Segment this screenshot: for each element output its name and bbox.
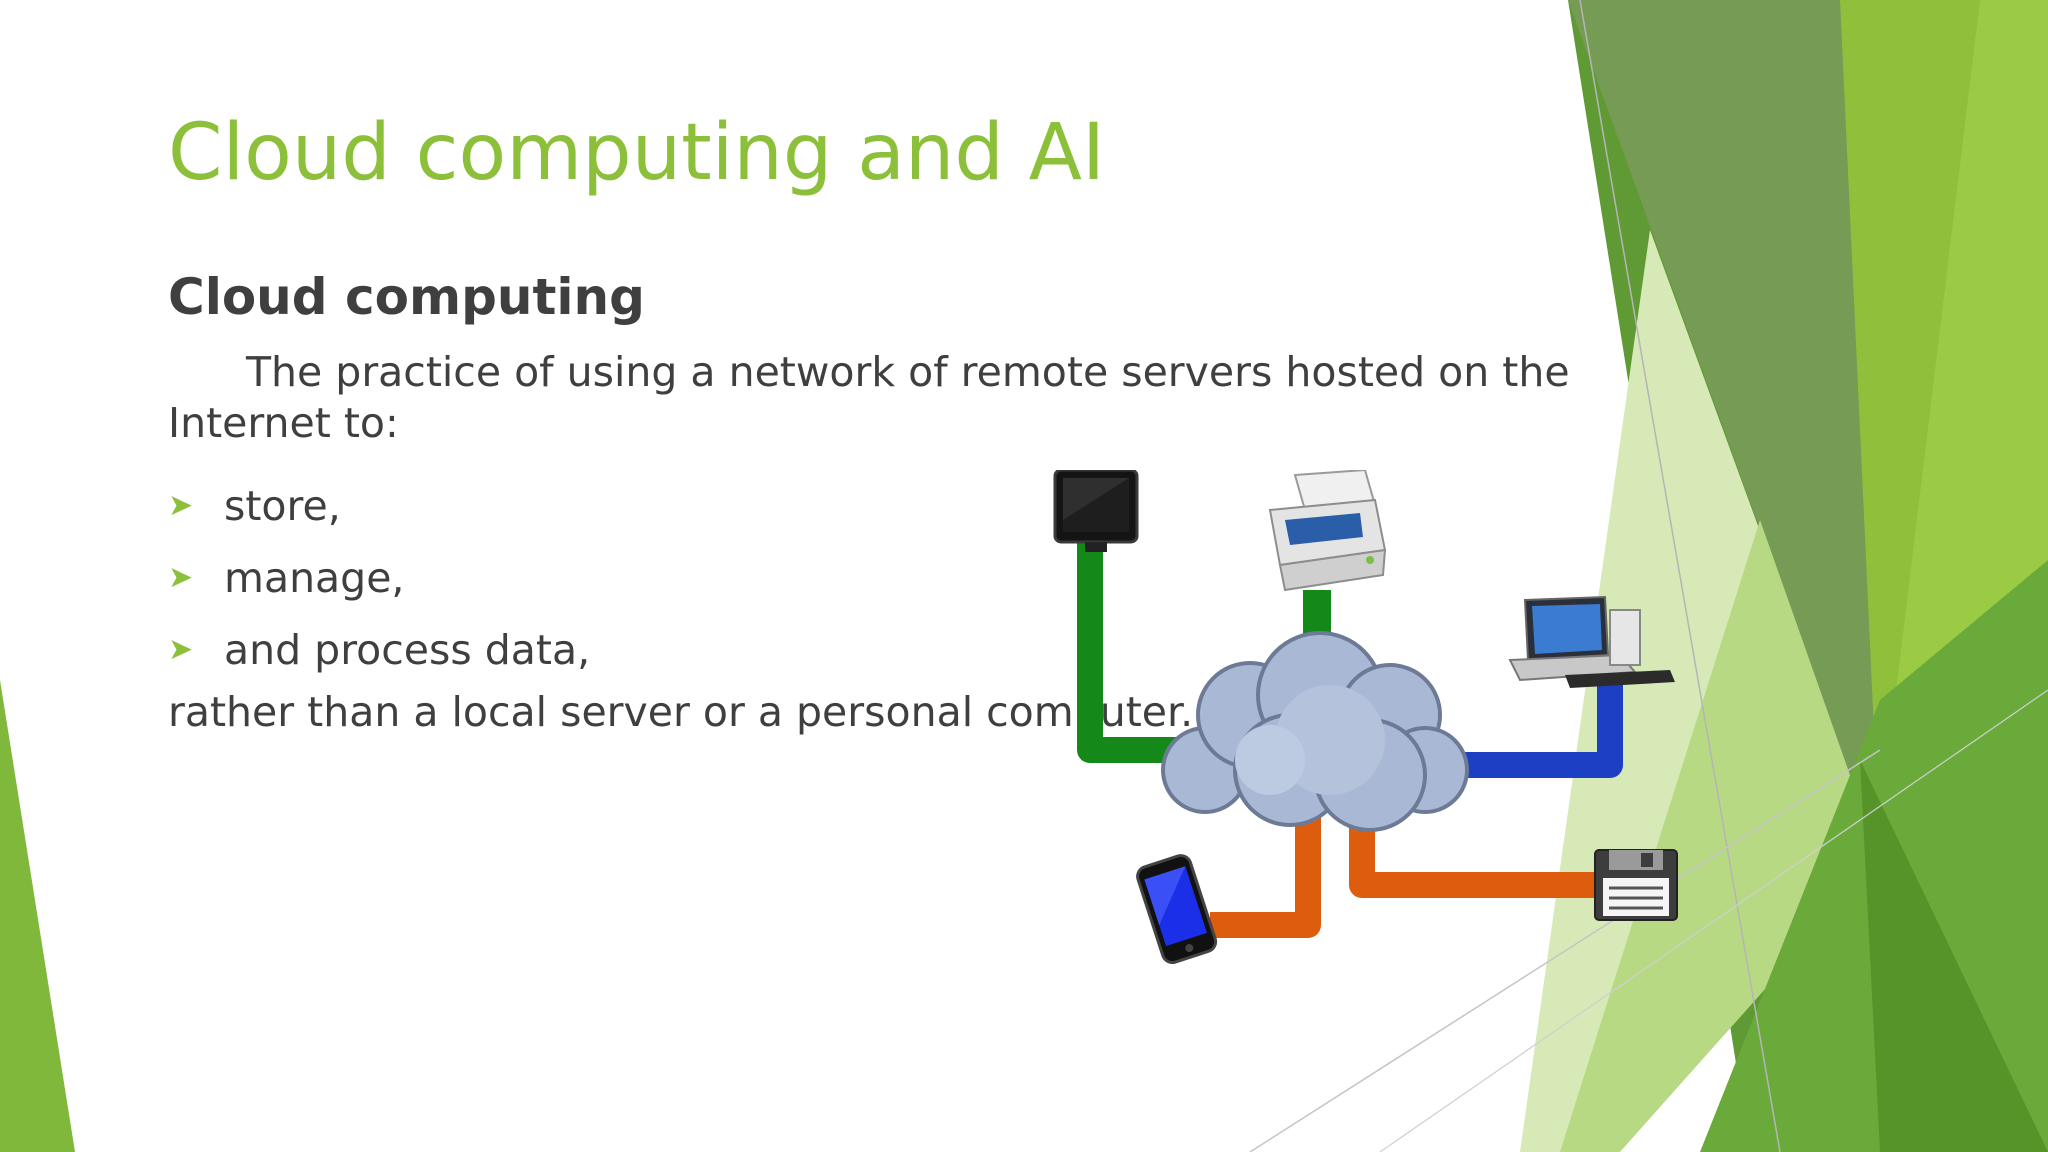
bullet-list: ➤ store, ➤ manage, ➤ and process data, [168, 470, 590, 686]
bullet-label: and process data, [224, 626, 591, 674]
decor-line [1579, 0, 1781, 1152]
right-panel-deep [1860, 760, 2048, 1152]
floppy-disk-icon [1594, 849, 1678, 921]
decor-line [1379, 689, 2048, 1152]
laptop-computer-icon [1508, 595, 1675, 688]
phone-connector [1210, 810, 1321, 938]
slide-title: Cloud computing and AI [168, 108, 1106, 198]
bullet-label: store, [224, 482, 341, 530]
laptop-connector [1410, 660, 1623, 778]
list-item: ➤ and process data, [168, 614, 590, 686]
list-item: ➤ manage, [168, 542, 590, 614]
arrow-bullet-icon: ➤ [168, 560, 194, 595]
floppy-connector [1349, 810, 1600, 898]
definition-paragraph: The practice of using a network of remot… [168, 348, 1570, 447]
bullet-label: manage, [224, 554, 405, 602]
left-green-sliver [0, 680, 75, 1152]
right-panel-pale-2 [1560, 520, 1880, 1152]
cloud-icon [1161, 631, 1469, 832]
closing-text: rather than a local server or a personal… [168, 688, 1194, 736]
decor-line [1249, 749, 1881, 1152]
arrow-bullet-icon: ➤ [168, 488, 194, 523]
printer-icon [1268, 470, 1387, 592]
list-item: ➤ store, [168, 470, 590, 542]
arrow-bullet-icon: ➤ [168, 632, 194, 667]
smartphone-icon [1136, 854, 1218, 965]
monitor-connector [1077, 530, 1210, 763]
monitor-icon [1053, 470, 1139, 552]
slide-subtitle: Cloud computing [168, 268, 645, 326]
cloud-network-diagram [1053, 470, 1678, 965]
